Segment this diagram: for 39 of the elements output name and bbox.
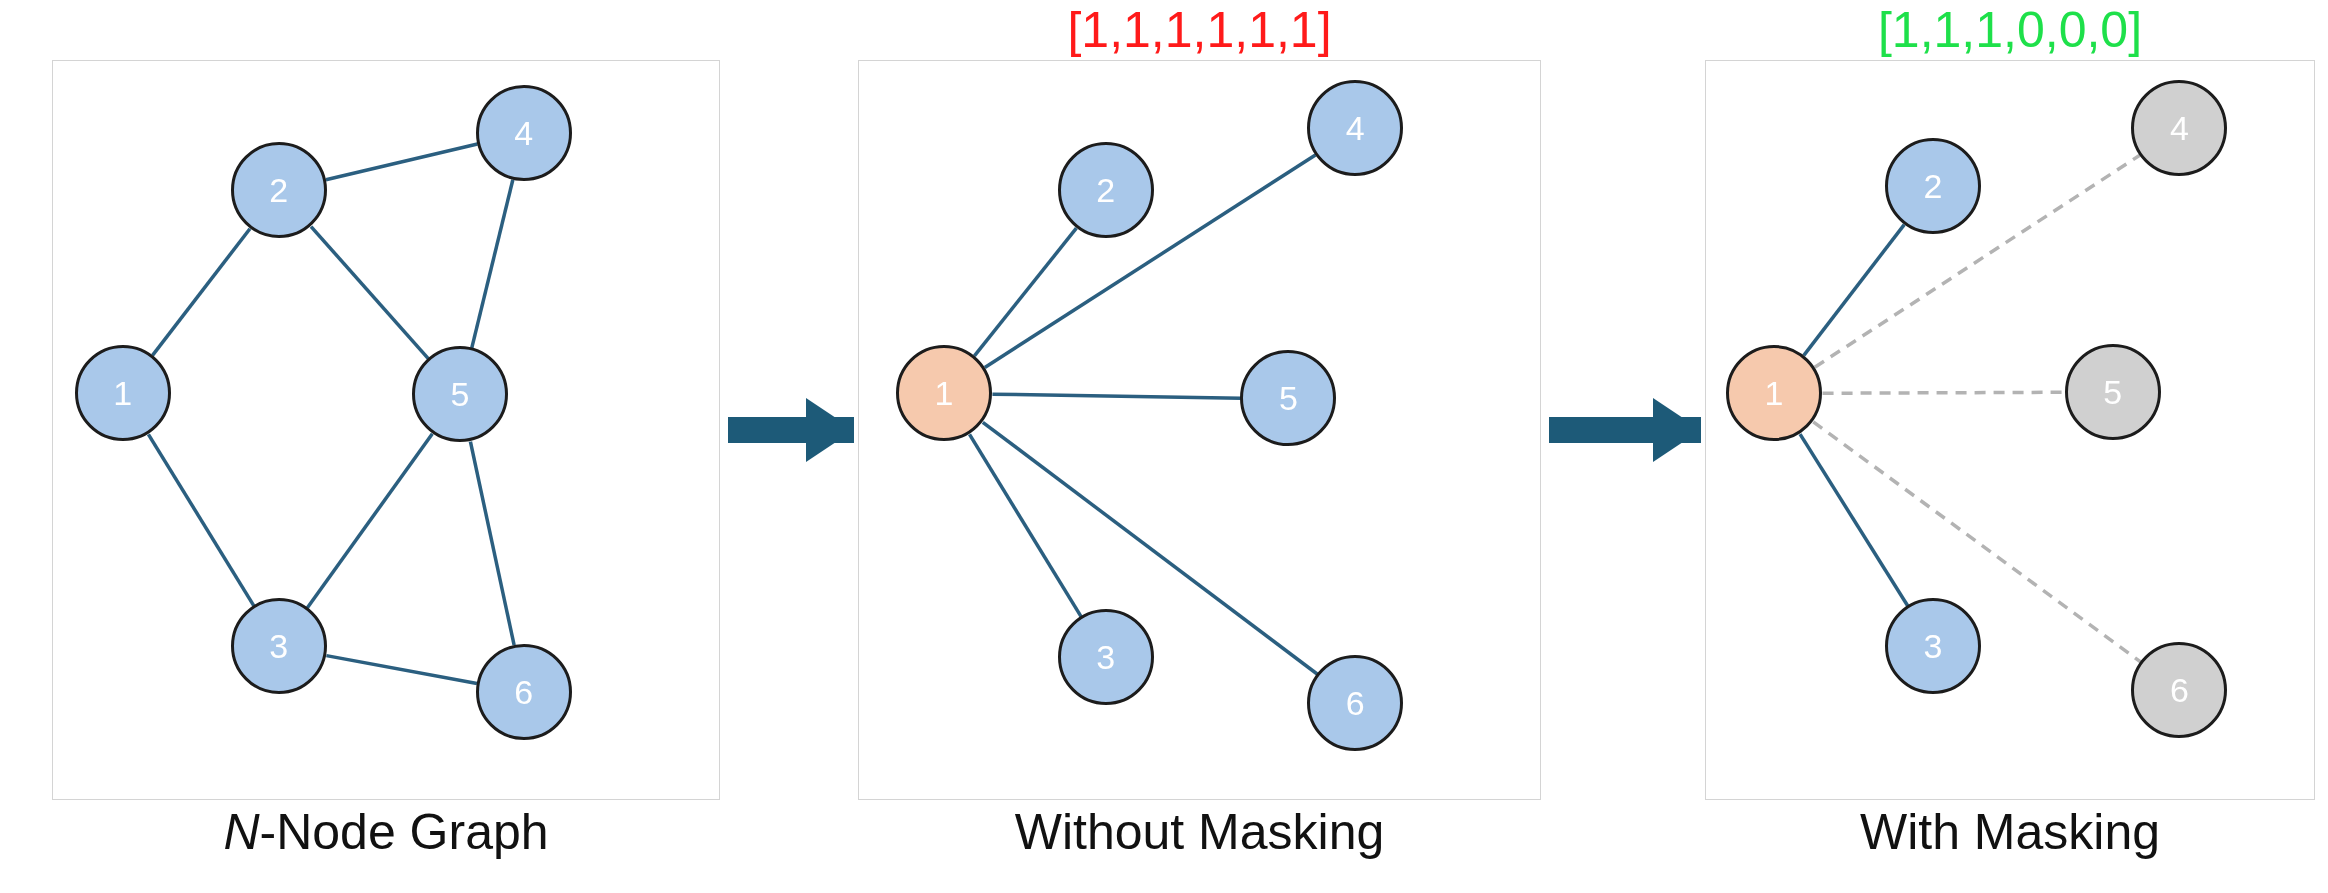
panel-title: With Masking: [1858, 803, 2162, 861]
graph-node-circle: 1: [1726, 344, 1823, 441]
graph-node-circle: 4: [1307, 80, 1404, 177]
block-arrow: [1549, 398, 1701, 462]
mask-vector: [1,1,1,1,1,1]: [1066, 1, 1333, 59]
graph-edge: [305, 432, 434, 609]
graph-node-circle: 6: [475, 643, 572, 740]
panel-title: N-Node Graph: [222, 803, 550, 861]
graph-edge: [983, 153, 1317, 369]
graph-edge: [981, 420, 1319, 676]
graph-node-circle: 1: [74, 344, 171, 441]
graph-node-circle: 2: [1884, 138, 1981, 235]
graph-edge: [968, 433, 1083, 618]
graph-node-circle: 3: [1057, 609, 1154, 706]
graph-node-circle: 3: [230, 598, 327, 695]
graph-node-circle: 5: [1240, 350, 1337, 447]
graph-node-circle: 2: [1057, 142, 1154, 239]
graph-edge: [326, 653, 478, 686]
graph-edge: [470, 179, 515, 349]
graph-node-circle: 1: [895, 344, 992, 441]
graph-edge: [992, 392, 1241, 400]
dashed-edge: [1813, 153, 2141, 369]
graph-node-circle: 6: [1307, 654, 1404, 751]
graph-edge: [146, 433, 256, 607]
graph-node-circle: 5: [411, 346, 508, 443]
panel-title: Without Masking: [1013, 803, 1386, 861]
mask-vector: [1,1,1,0,0,0]: [1876, 1, 2144, 59]
dashed-edge: [1812, 420, 2143, 664]
graph-edge: [973, 227, 1078, 358]
graph-edge: [468, 441, 516, 646]
graph-node-circle: 2: [230, 142, 327, 239]
graph-node-circle: 4: [475, 84, 572, 181]
graph-edge: [1798, 433, 1910, 608]
graph-edge: [151, 227, 252, 357]
graph-edge: [1802, 223, 1906, 357]
block-arrow: [728, 398, 854, 462]
graph-edge: [309, 225, 430, 361]
graph-edge: [325, 142, 478, 182]
graph-node-circle: 3: [1884, 598, 1981, 695]
